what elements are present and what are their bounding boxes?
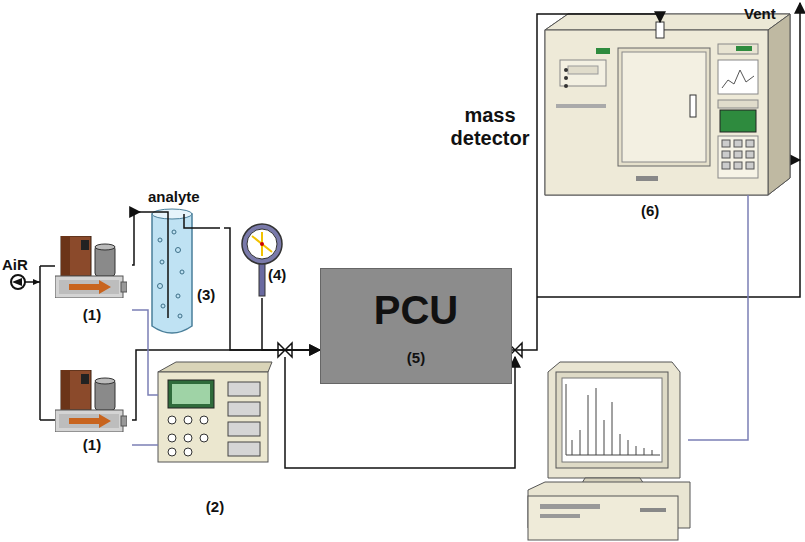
- outlet-label: Vent: [744, 5, 776, 22]
- callout-number: (1): [52, 436, 132, 453]
- data-cable: [688, 195, 748, 440]
- callout-number: mass detector: [445, 104, 535, 150]
- flow-controller-unit: [158, 362, 272, 462]
- callout-number: analyte: [148, 188, 200, 205]
- mass-detector: mass detector (6): [443, 6, 795, 226]
- mass-spectrometer: [545, 14, 790, 195]
- bubbler: analyte (3): [140, 188, 224, 336]
- callout-number: (6): [641, 202, 659, 219]
- vent-line: [537, 3, 800, 297]
- gas-line: [132, 350, 320, 420]
- air-split-line: [25, 266, 55, 420]
- controller-unit: (2): [158, 362, 272, 520]
- callout-number: (2): [158, 498, 272, 515]
- mass-flow-controller: (1): [52, 370, 132, 460]
- gas-line: [262, 298, 320, 350]
- process-box: PCU (5): [320, 268, 512, 384]
- box-title: PCU: [321, 287, 511, 333]
- gas-line: [132, 212, 140, 265]
- mass-flow-controller: [55, 370, 127, 432]
- control-cable: [132, 444, 158, 446]
- callout-number: (3): [197, 286, 215, 303]
- bubbler: [140, 209, 220, 333]
- air-inlet: [11, 275, 25, 289]
- exhaust-line: [789, 159, 800, 161]
- mass-flow-controller: [55, 236, 127, 298]
- control-cable: [132, 310, 158, 395]
- callout-number: (4): [268, 266, 286, 283]
- inlet-label: AiR: [2, 256, 28, 273]
- gas-line: [224, 228, 320, 350]
- mass-flow-controller: (1): [52, 232, 132, 328]
- computer: [528, 362, 690, 540]
- pressure-gauge: (4): [242, 222, 296, 298]
- callout-number: (1): [52, 306, 132, 323]
- gas-line: [512, 14, 660, 350]
- pressure-gauge: [242, 224, 282, 296]
- callout-number: (5): [321, 349, 511, 366]
